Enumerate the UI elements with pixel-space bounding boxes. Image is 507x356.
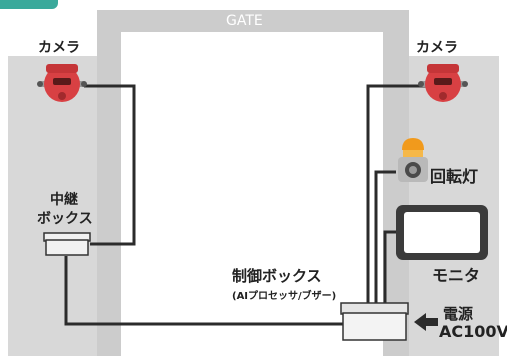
warning-light-icon — [398, 138, 428, 182]
cable-relay-control — [64, 256, 345, 326]
cable-left-camera — [84, 84, 136, 246]
camera-icon — [37, 64, 87, 102]
power-label-line2: AC100V — [439, 322, 507, 341]
control-box-icon — [340, 302, 409, 341]
cable-right-camera — [366, 84, 430, 303]
gate-left-post — [97, 10, 121, 356]
relay-box-icon — [43, 232, 91, 256]
relay-box-label-line1: 中継 — [50, 192, 78, 208]
gate-right-post — [383, 10, 409, 356]
warning-light-label: 回転灯 — [430, 167, 479, 186]
arrow-left-icon — [414, 313, 438, 331]
gate-band — [97, 10, 409, 32]
monitor-label: モニタ — [432, 266, 481, 285]
cable-warning-light — [374, 170, 396, 303]
relay-box-label-line2: ボックス — [37, 211, 93, 227]
control-box-title: 制御ボックス — [232, 267, 322, 285]
gate-label: GATE — [226, 13, 263, 29]
monitor-icon — [396, 205, 488, 260]
corner-tab — [0, 0, 58, 9]
control-box-subtitle: (AIプロセッサ/ブザー) — [232, 291, 337, 302]
power-label-line1: 電源 — [443, 305, 474, 323]
left-camera-label: カメラ — [38, 40, 80, 56]
right-camera-label: カメラ — [416, 40, 458, 56]
camera-icon — [418, 64, 468, 102]
